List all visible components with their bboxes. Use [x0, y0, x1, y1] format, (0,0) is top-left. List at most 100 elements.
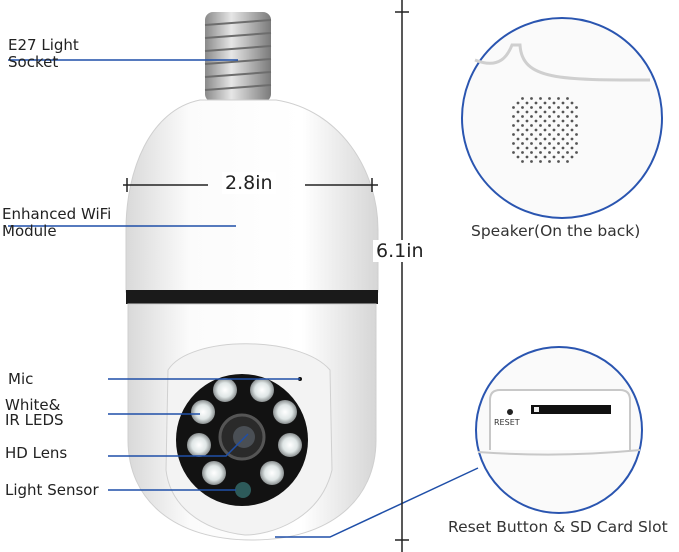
- speaker-hole: [543, 128, 547, 132]
- black-band: [126, 290, 378, 304]
- speaker-hole: [534, 155, 538, 159]
- speaker-hole: [575, 151, 578, 154]
- speaker-hole: [566, 151, 569, 154]
- speaker-hole: [575, 133, 578, 136]
- speaker-hole: [552, 101, 556, 105]
- speaker-hole: [561, 146, 565, 150]
- speaker-hole: [570, 119, 574, 123]
- height-dimension: 6.1in: [373, 240, 427, 262]
- reset-button: [507, 409, 513, 415]
- speaker-hole: [525, 110, 529, 114]
- speaker-hole: [548, 97, 551, 100]
- speaker-hole: [548, 151, 551, 154]
- speaker-hole: [530, 133, 533, 136]
- speaker-hole: [570, 101, 574, 105]
- speaker-hole: [534, 119, 538, 123]
- speaker-hole: [516, 101, 520, 105]
- upper-body: [125, 99, 379, 293]
- speaker-hole: [570, 110, 574, 114]
- speaker-hole: [575, 115, 578, 118]
- speaker-hole: [557, 160, 560, 163]
- speaker-hole: [548, 133, 551, 136]
- light-sensor: [235, 482, 251, 498]
- speaker-hole: [561, 128, 565, 132]
- speaker-hole: [521, 160, 524, 163]
- speaker-hole: [566, 124, 569, 127]
- speaker-hole: [512, 133, 515, 136]
- speaker-hole: [548, 142, 551, 145]
- speaker-hole: [543, 146, 547, 150]
- speaker-hole: [548, 160, 551, 163]
- speaker-hole: [530, 151, 533, 154]
- label-socket-line1: E27 Light: [8, 36, 79, 54]
- speaker-hole: [525, 155, 529, 159]
- speaker-hole: [552, 128, 556, 132]
- speaker-hole: [543, 137, 547, 141]
- label-socket-line2: Socket: [8, 53, 59, 71]
- speaker-hole: [534, 137, 538, 141]
- speaker-caption: Speaker(On the back): [471, 222, 641, 240]
- speaker-hole: [543, 155, 547, 159]
- speaker-hole: [539, 151, 542, 154]
- reset-caption: Reset Button & SD Card Slot: [448, 518, 668, 536]
- speaker-hole: [557, 124, 560, 127]
- speaker-hole: [521, 106, 524, 109]
- speaker-hole: [525, 146, 529, 150]
- speaker-hole: [552, 137, 556, 141]
- speaker-inset: [461, 17, 663, 219]
- speaker-hole: [570, 137, 574, 141]
- sd-card-slot: [531, 405, 611, 414]
- speaker-hole: [516, 146, 520, 150]
- speaker-hole: [539, 142, 542, 145]
- speaker-hole: [516, 128, 520, 132]
- speaker-hole: [543, 110, 547, 114]
- label-leds-line1: White&: [5, 396, 61, 414]
- speaker-hole: [570, 128, 574, 132]
- speaker-hole: [521, 133, 524, 136]
- speaker-hole: [543, 101, 547, 105]
- speaker-hole: [516, 110, 520, 114]
- speaker-hole: [521, 142, 524, 145]
- speaker-hole: [575, 124, 578, 127]
- speaker-hole: [539, 97, 542, 100]
- speaker-hole: [552, 146, 556, 150]
- speaker-hole: [521, 151, 524, 154]
- speaker-hole: [534, 128, 538, 132]
- e27-socket: [204, 12, 272, 102]
- speaker-hole: [521, 97, 524, 100]
- speaker-hole: [552, 110, 556, 114]
- speaker-hole: [561, 119, 565, 123]
- speaker-hole: [557, 115, 560, 118]
- speaker-hole: [561, 110, 565, 114]
- label-wifi-line2: Module: [2, 222, 57, 240]
- speaker-hole: [539, 115, 542, 118]
- speaker-hole: [566, 133, 569, 136]
- callout-lines: [8, 59, 479, 538]
- speaker-hole: [512, 124, 515, 127]
- speaker-hole: [575, 106, 578, 109]
- speaker-hole: [548, 115, 551, 118]
- speaker-hole: [552, 155, 556, 159]
- speaker-hole: [566, 160, 569, 163]
- speaker-hole: [557, 133, 560, 136]
- speaker-hole: [561, 137, 565, 141]
- speaker-hole: [557, 106, 560, 109]
- speaker-hole: [575, 142, 578, 145]
- speaker-hole: [543, 119, 547, 123]
- speaker-hole: [539, 133, 542, 136]
- speaker-hole: [548, 124, 551, 127]
- label-lens: HD Lens: [5, 444, 68, 462]
- speaker-hole: [521, 115, 524, 118]
- speaker-hole: [525, 101, 529, 105]
- led-array: [187, 378, 302, 485]
- speaker-hole: [570, 146, 574, 150]
- speaker-hole: [512, 151, 515, 154]
- speaker-hole: [557, 97, 560, 100]
- speaker-hole: [512, 115, 515, 118]
- speaker-hole: [516, 155, 520, 159]
- speaker-hole: [534, 110, 538, 114]
- speaker-hole: [525, 119, 529, 123]
- speaker-hole: [530, 106, 533, 109]
